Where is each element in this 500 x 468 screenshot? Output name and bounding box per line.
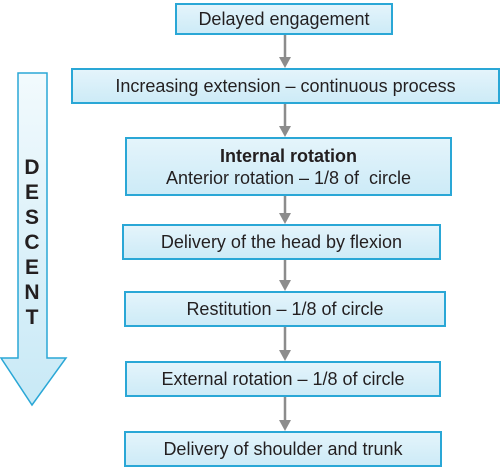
step-text: Delivery of the head by flexion xyxy=(160,232,403,252)
step-box-increasing-extension: Increasing extension – continuous proces… xyxy=(71,68,500,104)
descent-letter: T xyxy=(25,306,39,329)
step-box-external-rotation: External rotation – 1/8 of circle xyxy=(125,361,441,397)
step-text: Anterior rotation – 1/8 of circle xyxy=(165,167,412,188)
descent-letter: D xyxy=(24,156,40,179)
descent-letter: E xyxy=(24,181,39,204)
connector-arrowhead xyxy=(279,126,291,137)
connector-arrowhead xyxy=(279,213,291,224)
descent-letter: N xyxy=(24,281,40,304)
descent-letter: C xyxy=(24,231,40,254)
step-text: Increasing extension – continuous proces… xyxy=(115,76,456,96)
descent-letter: E xyxy=(24,256,39,279)
step-text: External rotation – 1/8 of circle xyxy=(161,369,405,389)
step-box-delivery-of-shoulder: Delivery of shoulder and trunk xyxy=(124,431,442,467)
step-box-delivery-of-head: Delivery of the head by flexion xyxy=(122,224,441,260)
step-text: Delivery of shoulder and trunk xyxy=(163,439,403,459)
connector-arrowhead xyxy=(279,350,291,361)
descent-letter: S xyxy=(24,206,39,229)
step-box-internal-rotation: Internal rotation Anterior rotation – 1/… xyxy=(125,137,452,196)
step-box-delayed-engagement: Delayed engagement xyxy=(175,3,393,35)
connector-arrowhead xyxy=(279,280,291,291)
step-text: Restitution – 1/8 of circle xyxy=(186,299,384,319)
connector-arrowhead xyxy=(279,57,291,68)
connector-arrowhead xyxy=(279,420,291,431)
step-title: Internal rotation xyxy=(219,145,357,166)
step-text: Delayed engagement xyxy=(198,9,370,29)
step-box-restitution: Restitution – 1/8 of circle xyxy=(124,291,446,327)
